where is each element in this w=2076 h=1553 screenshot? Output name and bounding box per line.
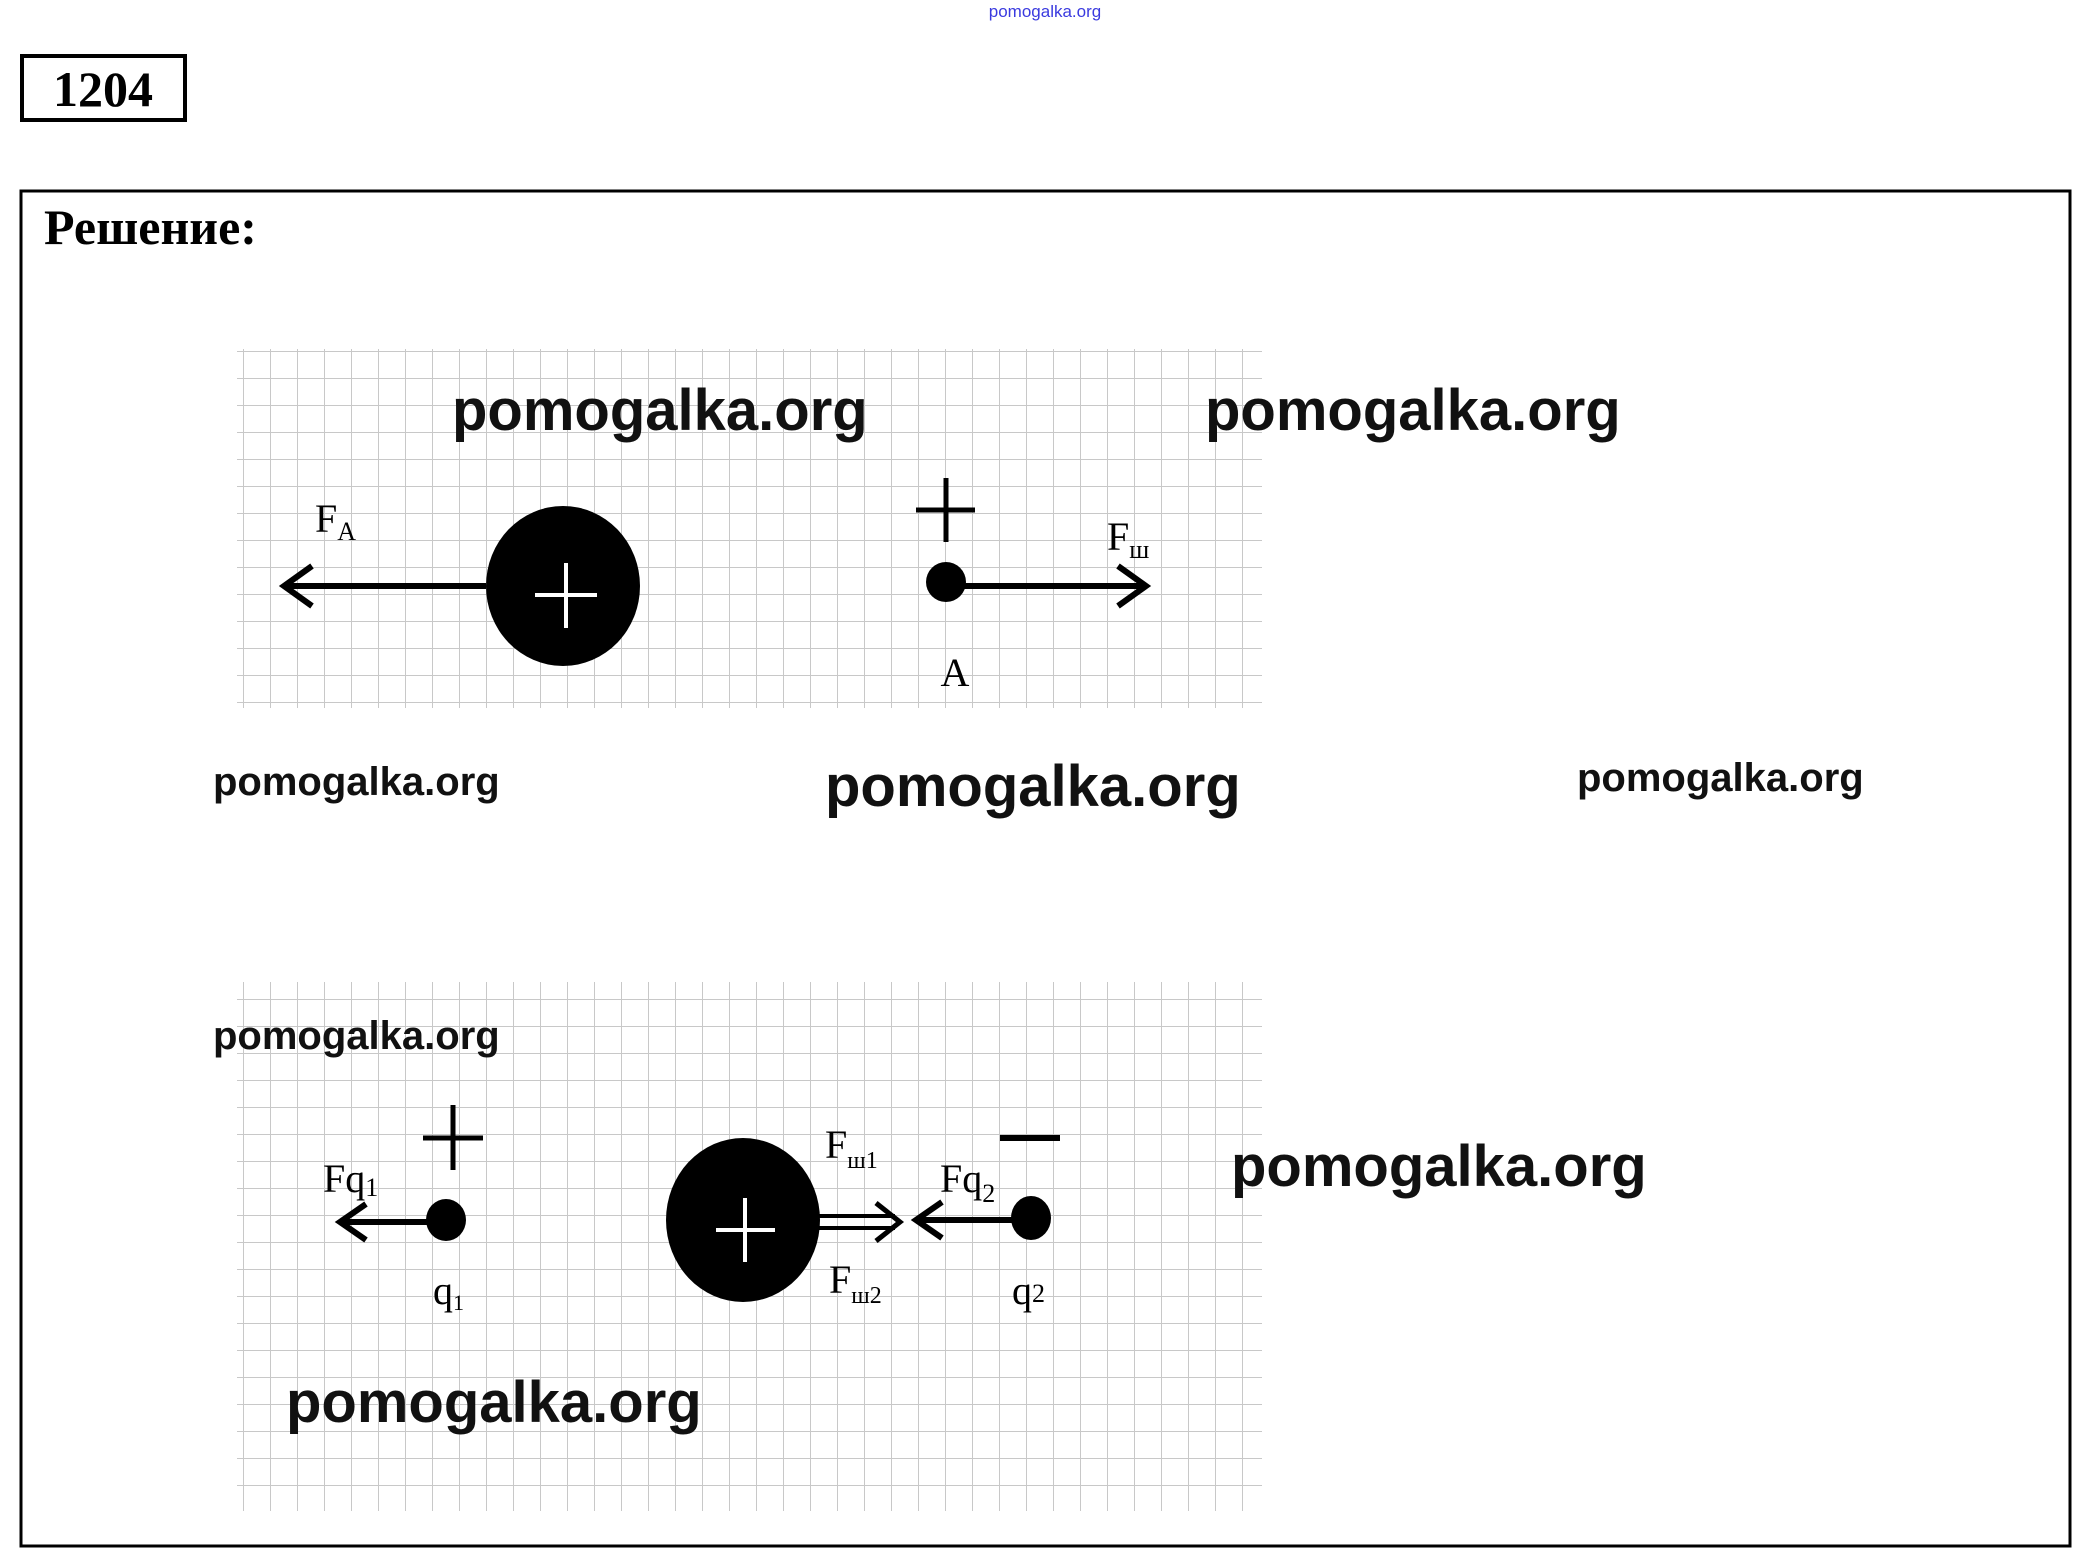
arrow-fsh-head bbox=[874, 1201, 905, 1243]
point-a-dot bbox=[926, 562, 966, 602]
label-fsh2: Fш2 bbox=[829, 1257, 882, 1309]
arrow-fsh-head bbox=[1116, 563, 1152, 609]
solution-title: Решение: bbox=[44, 199, 257, 255]
big-positive-charge bbox=[486, 506, 640, 666]
watermark: pomogalka.org bbox=[1231, 1134, 1647, 1199]
plus-icon bbox=[716, 1198, 775, 1262]
solution-frame bbox=[19, 189, 2072, 1548]
label-fq1: Fq1 bbox=[323, 1156, 378, 1202]
watermark: pomogalka.org bbox=[213, 760, 500, 804]
top-watermark: pomogalka.org bbox=[989, 2, 1101, 21]
watermark: pomogalka.org bbox=[1577, 756, 1864, 800]
label-fa: FA bbox=[315, 496, 356, 546]
plus-sign-icon bbox=[423, 1105, 483, 1170]
arrow-fq2-head bbox=[910, 1199, 944, 1241]
watermark: pomogalka.org bbox=[1205, 378, 1621, 443]
label-fsh: Fш bbox=[1107, 514, 1149, 564]
plus-icon bbox=[535, 563, 597, 628]
watermark: pomogalka.org bbox=[286, 1370, 702, 1435]
label-q1: q1 bbox=[433, 1268, 464, 1315]
label-point-a: A bbox=[941, 650, 970, 695]
label-q2: q2 bbox=[1012, 1268, 1045, 1313]
watermark: pomogalka.org bbox=[213, 1014, 500, 1058]
label-fsh1: Fш1 bbox=[825, 1122, 878, 1174]
charge-q2-dot bbox=[1011, 1196, 1051, 1240]
plus-sign-icon bbox=[916, 478, 975, 542]
figure-2: Fq1 q1 Fш1 Fш2 Fq2 q2 bbox=[237, 982, 1262, 1511]
problem-number: 1204 bbox=[53, 61, 153, 117]
grid-background bbox=[237, 349, 1262, 708]
arrow-fa-head bbox=[278, 563, 314, 609]
figure-1: FA Fш A bbox=[237, 349, 1262, 708]
problem-number-box bbox=[20, 54, 187, 122]
watermark: pomogalka.org bbox=[452, 378, 868, 443]
label-fq2: Fq2 bbox=[940, 1156, 995, 1208]
arrow-fq1-head bbox=[334, 1201, 368, 1243]
charge-q1-dot bbox=[426, 1199, 466, 1241]
watermark: pomogalka.org bbox=[825, 754, 1241, 819]
